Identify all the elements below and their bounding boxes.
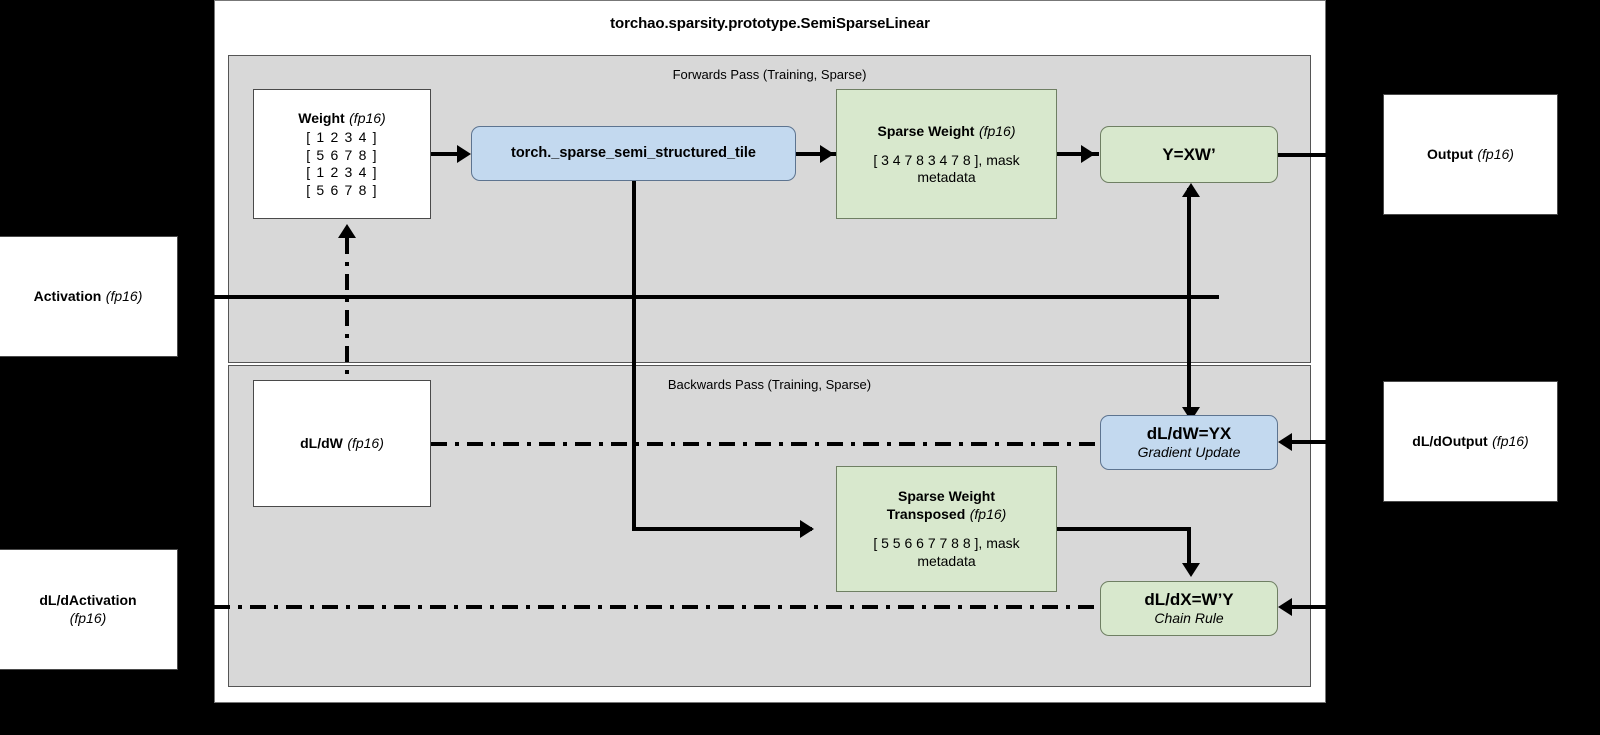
weight-to-tile-line xyxy=(431,152,459,156)
sparse-weight-values-cont: metadata xyxy=(917,169,976,185)
dl-dw-dtype: (fp16) xyxy=(347,434,384,451)
dl-dactivation-external-node: dL/dActivation (fp16) xyxy=(0,549,178,670)
sparse-weight-transposed-title-2: Transposed xyxy=(886,506,966,523)
sparse-weight-transposed-title-1: Sparse Weight xyxy=(898,487,995,504)
tile-to-transposed-arrow-icon xyxy=(800,520,814,538)
activation-title-line: Activation (fp16) xyxy=(34,287,143,307)
grad-weight-to-dldw-dashdot-line xyxy=(431,442,1100,446)
tile-to-sparseweight-line xyxy=(796,152,838,156)
activation-title: Activation xyxy=(33,287,102,304)
sparse-weight-title: Sparse Weight xyxy=(877,122,975,139)
weight-row-3: [ 5 6 7 8 ] xyxy=(306,181,378,198)
forward-matmul-label: Y=XW’ xyxy=(1162,144,1216,164)
grad-input-sub: Chain Rule xyxy=(1154,610,1224,627)
sparse-semi-structured-tile-node: torch._sparse_semi_structured_tile xyxy=(471,126,796,181)
backwards-pass-label: Backwards Pass (Training, Sparse) xyxy=(667,377,872,392)
dl-doutput-dtype: (fp16) xyxy=(1492,432,1529,449)
sparse-weight-node: Sparse Weight (fp16) [ 3 4 7 8 3 4 7 8 ]… xyxy=(836,89,1057,219)
dl-doutput-external-node: dL/dOutput (fp16) xyxy=(1383,381,1558,502)
matmul-up-arrow-icon xyxy=(1182,183,1200,197)
dl-dw-to-weight-arrow-icon xyxy=(338,224,356,238)
sparse-weight-title-line: Sparse Weight (fp16) xyxy=(877,122,1015,142)
dl-dactivation-dtype: (fp16) xyxy=(69,609,107,626)
tile-op-label: torch._sparse_semi_structured_tile xyxy=(511,145,756,162)
matmul-grad-vertical-line xyxy=(1187,188,1191,418)
dl-dactivation-title: dL/dActivation xyxy=(39,592,137,608)
dl-dw-title-line: dL/dW (fp16) xyxy=(300,434,384,454)
weight-row-1: [ 5 6 7 8 ] xyxy=(306,146,378,163)
sparseweight-to-matmul-arrow-icon xyxy=(1081,145,1095,163)
weight-dtype: (fp16) xyxy=(349,110,386,126)
weight-to-tile-arrow-icon xyxy=(457,145,471,163)
dldoutput-to-gradweight-line xyxy=(1292,440,1383,444)
grad-input-node: dL/dX=W’Y Chain Rule xyxy=(1100,581,1278,636)
tile-to-transposed-vertical-line xyxy=(632,181,636,531)
sparse-weight-dtype: (fp16) xyxy=(978,122,1016,139)
activation-feed-line xyxy=(178,295,1219,299)
dl-doutput-title: dL/dOutput xyxy=(1412,432,1488,449)
output-external-node: Output (fp16) xyxy=(1383,94,1558,215)
sparse-weight-transposed-dtype: (fp16) xyxy=(969,506,1007,523)
forwards-pass-label: Forwards Pass (Training, Sparse) xyxy=(672,67,867,82)
output-dtype: (fp16) xyxy=(1477,145,1514,162)
sparse-weight-transposed-title-line-2: Transposed (fp16) xyxy=(887,505,1007,525)
weight-row-2: [ 1 2 3 4 ] xyxy=(306,164,378,180)
grad-input-label: dL/dX=W’Y xyxy=(1144,590,1234,610)
weight-node: Weight (fp16) [ 1 2 3 4 ] [ 5 6 7 8 ] [ … xyxy=(253,89,431,219)
forward-matmul-node: Y=XW’ xyxy=(1100,126,1278,183)
weight-row-0: [ 1 2 3 4 ] xyxy=(306,129,378,145)
weight-title: Weight xyxy=(298,110,345,126)
sparse-weight-transposed-node: Sparse Weight Transposed (fp16) [ 5 5 6 … xyxy=(836,466,1057,592)
dl-doutput-title-line: dL/dOutput (fp16) xyxy=(1412,432,1528,452)
sparse-weight-transposed-values: [ 5 5 6 6 7 7 8 8 ], mask xyxy=(873,535,1020,552)
gradinput-to-dldactivation-dashdot-line xyxy=(178,605,1100,609)
activation-external-node: Activation (fp16) xyxy=(0,236,178,357)
dldoutput-to-gradweight-arrow-icon xyxy=(1278,433,1292,451)
weight-title-line: Weight (fp16) xyxy=(298,109,385,129)
dl-dw-node: dL/dW (fp16) xyxy=(253,380,431,507)
tile-to-transposed-horizontal-line xyxy=(632,527,812,531)
gradinput-left-arrow-icon xyxy=(1278,598,1292,616)
dl-dw-title: dL/dW xyxy=(300,434,343,451)
output-title: Output xyxy=(1427,145,1473,162)
transposed-to-gradinput-vertical-line xyxy=(1187,527,1191,569)
transposed-to-gradinput-line xyxy=(1057,527,1190,531)
dl-dw-to-weight-dashdot-line xyxy=(345,238,349,380)
activation-dtype: (fp16) xyxy=(105,287,143,304)
grad-weight-label: dL/dW=YX xyxy=(1146,424,1232,444)
sparse-weight-transposed-values-cont: metadata xyxy=(917,552,976,569)
output-title-line: Output (fp16) xyxy=(1427,145,1514,165)
grad-weight-sub: Gradient Update xyxy=(1137,444,1241,461)
matmul-to-output-line xyxy=(1278,153,1383,157)
sparse-weight-values: [ 3 4 7 8 3 4 7 8 ], mask xyxy=(873,151,1020,168)
sparseweight-to-matmul-line xyxy=(1057,152,1099,156)
transposed-to-gradinput-arrow-icon xyxy=(1182,563,1200,577)
grad-weight-node: dL/dW=YX Gradient Update xyxy=(1100,415,1278,470)
dldactivation-right-line xyxy=(1292,605,1383,609)
tile-to-sparseweight-arrow-icon xyxy=(820,145,834,163)
module-title: torchao.sparsity.prototype.SemiSparseLin… xyxy=(610,14,930,32)
